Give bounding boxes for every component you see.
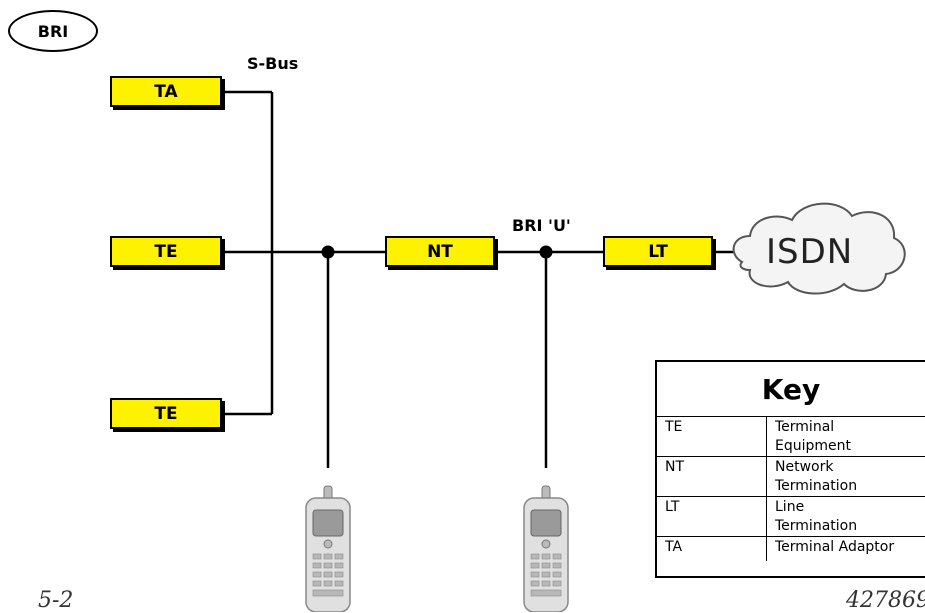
s-bus-label: S-Bus bbox=[247, 54, 298, 73]
ta-box: TA bbox=[110, 76, 222, 107]
key-abbr: TA bbox=[657, 537, 767, 561]
key-abbr: TE bbox=[657, 417, 767, 456]
key-row: TE Terminal Equipment bbox=[657, 417, 925, 457]
key-row: TA Terminal Adaptor bbox=[657, 537, 925, 561]
key-desc: Network Termination bbox=[767, 457, 925, 496]
page-number: 5-2 bbox=[38, 588, 73, 613]
key-row: NT Network Termination bbox=[657, 457, 925, 497]
key-abbr: LT bbox=[657, 497, 767, 536]
handheld-tester-icon bbox=[306, 486, 350, 612]
te-box: TE bbox=[110, 236, 222, 267]
figure-number: 427869 bbox=[846, 588, 925, 613]
junction-dot bbox=[540, 246, 553, 259]
key-title: Key bbox=[657, 362, 925, 417]
key-table: Key TE Terminal Equipment NT Network Ter… bbox=[655, 360, 925, 578]
key-desc: Line Termination bbox=[767, 497, 925, 536]
lt-box: LT bbox=[603, 236, 713, 267]
key-desc: Terminal Adaptor bbox=[767, 537, 925, 561]
key-row: LT Line Termination bbox=[657, 497, 925, 537]
isdn-label: ISDN bbox=[766, 232, 853, 272]
key-abbr: NT bbox=[657, 457, 767, 496]
junction-dot bbox=[322, 246, 335, 259]
key-desc: Terminal Equipment bbox=[767, 417, 925, 456]
te-box: TE bbox=[110, 398, 222, 429]
nt-box: NT bbox=[385, 236, 495, 267]
handheld-tester-icon bbox=[524, 486, 568, 612]
bri-u-label: BRI 'U' bbox=[512, 216, 571, 235]
